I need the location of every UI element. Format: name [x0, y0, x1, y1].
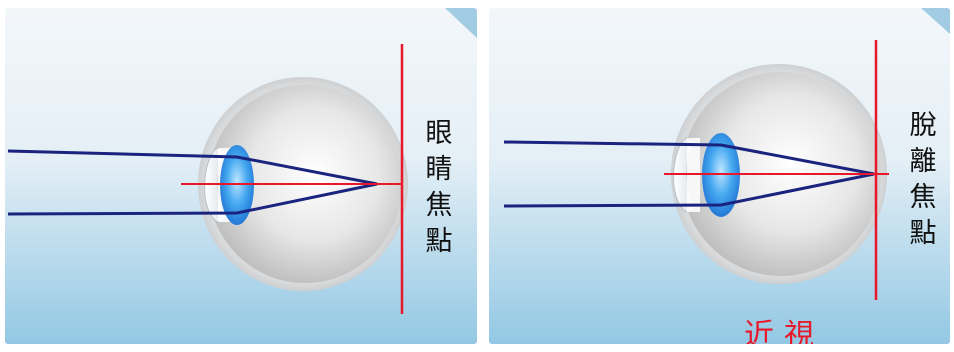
- myopia-eye-diagram: [489, 8, 950, 344]
- upper-ray: [7, 149, 378, 186]
- light-rays: [7, 149, 378, 216]
- label-char: 離: [909, 146, 937, 177]
- label-char: 睛: [425, 154, 453, 185]
- label-char: 脫: [909, 110, 937, 141]
- light-rays: [503, 140, 875, 208]
- label-char: 點: [909, 218, 937, 249]
- myopia-caption: 近視: [744, 318, 824, 344]
- corner-fold: [445, 8, 477, 38]
- lower-ray: [7, 182, 378, 216]
- focus-on-retina-label: 眼 睛 焦 點: [423, 116, 455, 260]
- lower-ray: [503, 172, 875, 208]
- normal-eye-panel: 眼 睛 焦 點: [5, 8, 477, 344]
- label-char: 點: [425, 226, 453, 257]
- normal-eye-diagram: [5, 8, 477, 344]
- myopia-eye-panel: 脫 離 焦 點 近視: [489, 8, 950, 344]
- upper-ray: [503, 140, 875, 176]
- label-char: 焦: [909, 182, 937, 213]
- label-char: 眼: [425, 118, 453, 149]
- out-of-focus-label: 脫 離 焦 點: [907, 108, 939, 252]
- corner-fold: [921, 8, 950, 34]
- label-char: 焦: [425, 190, 453, 221]
